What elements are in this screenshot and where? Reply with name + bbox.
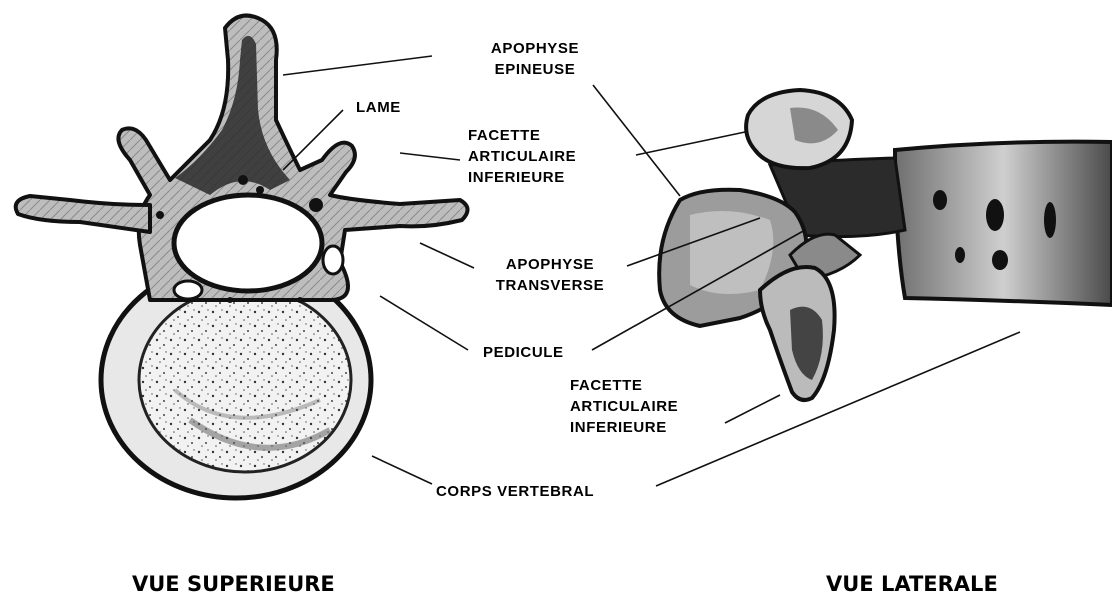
label-corps-vertebral: CORPS VERTEBRAL — [436, 481, 594, 502]
label-apophyse-transverse-line1: APOPHYSE — [470, 254, 630, 275]
label-facette-top-line1: FACETTE — [468, 125, 576, 146]
label-facette-bottom-line1: FACETTE — [570, 375, 678, 396]
view-title-lateral: VUE LATERALE — [826, 572, 998, 596]
label-facette-articulaire-inferieure-top: FACETTE ARTICULAIRE INFERIEURE — [468, 125, 576, 188]
label-facette-bottom-line3: INFERIEURE — [570, 417, 678, 438]
label-facette-articulaire-inferieure-bottom: FACETTE ARTICULAIRE INFERIEURE — [570, 375, 678, 438]
label-apophyse-epineuse: APOPHYSE EPINEUSE — [470, 38, 600, 80]
superior-left-transverse-process — [16, 196, 150, 232]
label-apophyse-transverse-line2: TRANSVERSE — [470, 275, 630, 296]
label-facette-bottom-line2: ARTICULAIRE — [570, 396, 678, 417]
superior-vertebral-foramen — [174, 195, 322, 291]
superior-view-vertebra — [16, 16, 468, 499]
label-facette-top-line2: ARTICULAIRE — [468, 146, 576, 167]
label-lame: LAME — [356, 97, 401, 118]
view-title-superior: VUE SUPERIEURE — [132, 572, 335, 596]
label-pedicule: PEDICULE — [483, 342, 564, 363]
label-apophyse-epineuse-line1: APOPHYSE — [470, 38, 600, 59]
lateral-vertebral-body — [895, 142, 1112, 305]
label-apophyse-transverse: APOPHYSE TRANSVERSE — [470, 254, 630, 296]
label-facette-top-line3: INFERIEURE — [468, 167, 576, 188]
label-apophyse-epineuse-line2: EPINEUSE — [470, 59, 600, 80]
